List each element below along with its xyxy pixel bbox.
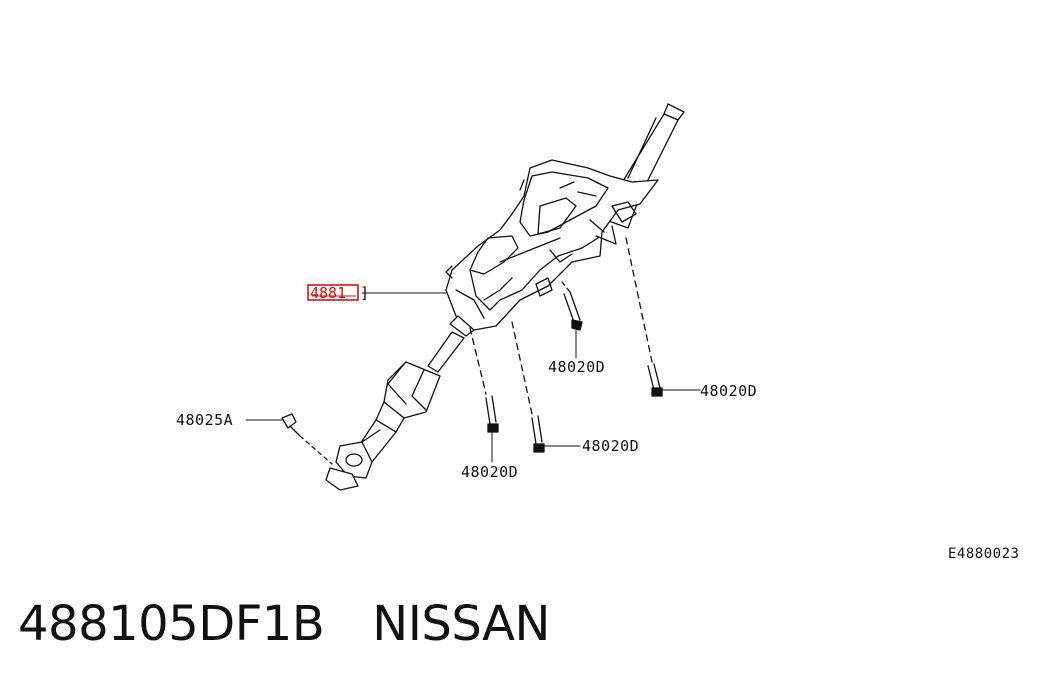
figure-code: E4880023 xyxy=(948,546,1019,562)
callout-bolt-upper-mid[interactable]: 48020D xyxy=(548,358,605,376)
brand-name: NISSAN xyxy=(372,596,550,652)
callout-bolt-upper-right[interactable]: 48020D xyxy=(700,382,757,400)
bolt-lower-left xyxy=(469,327,499,433)
callout-bolt-lower-left[interactable]: 48020D xyxy=(461,463,518,481)
callout-bracket: ] xyxy=(360,284,370,302)
universal-joint xyxy=(325,429,381,491)
leader-lines xyxy=(245,292,701,463)
bolt-lower-right xyxy=(511,321,545,453)
bolt-upper-right xyxy=(625,237,663,397)
callout-bolt-joint[interactable]: 48025A xyxy=(176,411,233,429)
callout-highlighted[interactable]: 4881 xyxy=(310,284,346,302)
column-housing xyxy=(445,159,659,331)
callout-bolt-lower-right[interactable]: 48020D xyxy=(582,437,639,455)
caption: 488105DF1B NISSAN xyxy=(18,596,550,652)
bolt-upper-mid xyxy=(561,281,583,331)
lower-shaft xyxy=(355,315,475,463)
joint-bolt xyxy=(281,413,333,465)
part-number: 488105DF1B xyxy=(18,596,325,652)
